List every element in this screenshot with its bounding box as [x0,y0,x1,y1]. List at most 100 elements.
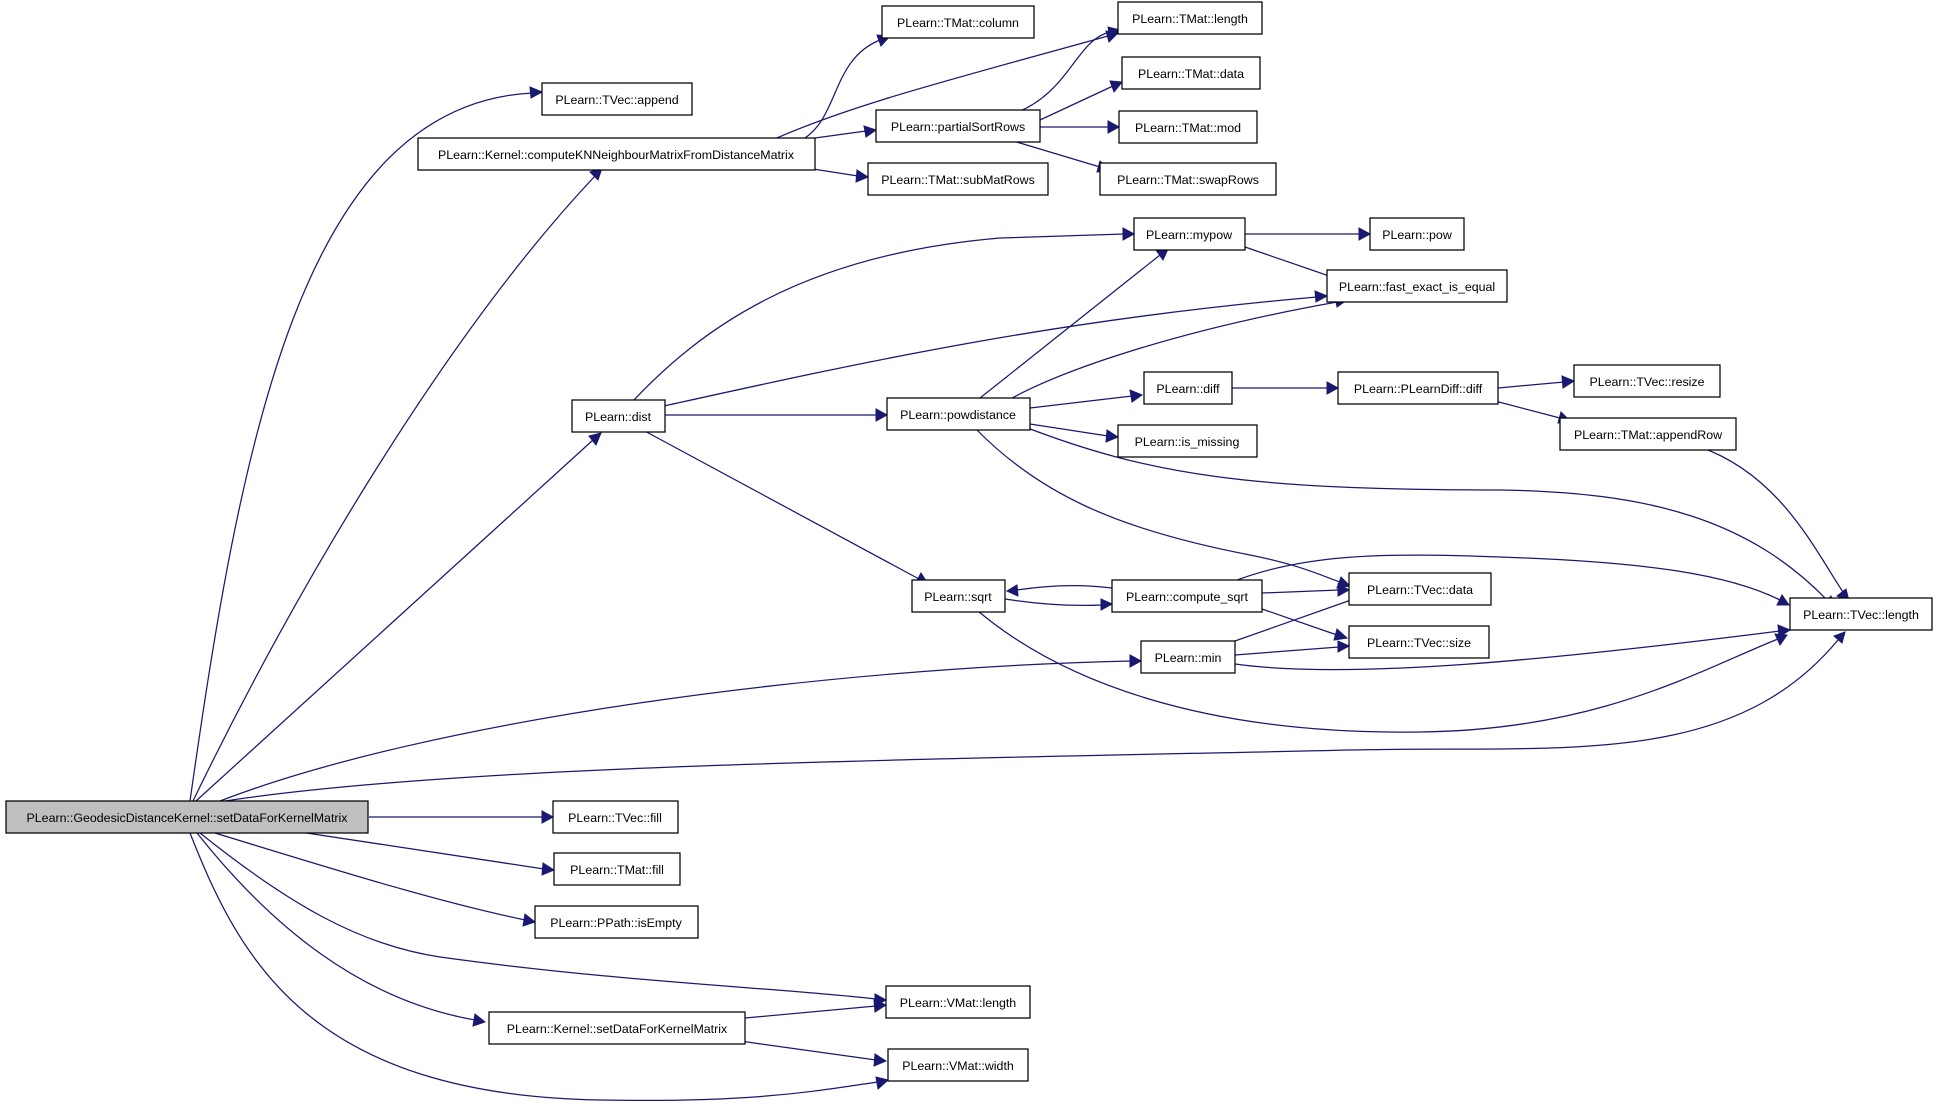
node-tmat-appendrow-label: PLearn::TMat::appendRow [1574,428,1722,442]
edge-root-to-dist [195,432,602,802]
node-root-label: PLearn::GeodesicDistanceKernel::setDataF… [27,811,349,825]
node-pow-label: PLearn::pow [1382,228,1452,242]
node-root[interactable]: PLearn::GeodesicDistanceKernel::setDataF… [5,800,369,834]
edge-partialsort-to-tmat-data [1039,80,1123,121]
node-tvec-size-label: PLearn::TVec::size [1367,636,1471,650]
node-tmat-data[interactable]: PLearn::TMat::data [1121,56,1261,90]
edge-dist-to-sqrt [640,428,929,585]
edge-root-to-tmat-fill [299,831,556,876]
edge-computeknn-to-partialsort [814,125,878,139]
node-vmat-length[interactable]: PLearn::VMat::length [885,985,1031,1019]
node-tvec-length-label: PLearn::TVec::length [1803,608,1919,622]
node-tvec-resize[interactable]: PLearn::TVec::resize [1573,364,1721,398]
edge-dist-to-mypow [632,227,1136,402]
node-diff-label: PLearn::diff [1156,382,1220,396]
node-ppath-isempty-label: PLearn::PPath::isEmpty [550,916,682,930]
node-tmat-fill[interactable]: PLearn::TMat::fill [553,852,681,886]
node-tmat-mod-label: PLearn::TMat::mod [1135,121,1241,135]
node-compute-sqrt-label: PLearn::compute_sqrt [1126,590,1248,604]
edge-plearndiff-to-tmat-appendrow [1494,400,1572,424]
node-plearndiff[interactable]: PLearn::PLearnDiff::diff [1337,371,1499,405]
node-tmat-appendrow[interactable]: PLearn::TMat::appendRow [1559,417,1737,451]
edge-partialsort-to-tmat-length [1009,26,1122,116]
edge-powdistance-to-is-missing [1029,423,1120,443]
node-vmat-width-label: PLearn::VMat::width [902,1059,1014,1073]
edge-dist-to-powdistance [665,408,889,422]
node-min-label: PLearn::min [1155,651,1222,665]
node-tmat-submatrows[interactable]: PLearn::TMat::subMatRows [867,162,1049,196]
edge-powdistance-to-mypow [974,248,1169,403]
node-tvec-fill-label: PLearn::TVec::fill [568,811,662,825]
edge-mypow-to-pow [1245,227,1372,241]
node-kernel-setdata-label: PLearn::Kernel::setDataForKernelMatrix [507,1022,728,1036]
node-tmat-mod[interactable]: PLearn::TMat::mod [1118,110,1258,144]
edge-powdistance-to-diff [1029,389,1144,409]
node-partialsort[interactable]: PLearn::partialSortRows [875,109,1041,143]
node-tmat-swaprows[interactable]: PLearn::TMat::swapRows [1099,162,1277,196]
node-fast-exact-label: PLearn::fast_exact_is_equal [1339,280,1495,294]
node-ppath-isempty[interactable]: PLearn::PPath::isEmpty [534,905,699,939]
node-computeknn-label: PLearn::Kernel::computeKNNeighbourMatrix… [438,148,795,162]
edge-min-to-tvec-length [1234,624,1792,671]
node-sqrt-label: PLearn::sqrt [924,590,992,604]
edge-diff-to-plearndiff [1232,381,1340,395]
edge-kernel-setdata-to-vmat-length [744,999,888,1019]
node-kernel-setdata[interactable]: PLearn::Kernel::setDataForKernelMatrix [488,1011,746,1045]
edge-dist-to-fast-exact [663,290,1329,407]
node-dist[interactable]: PLearn::dist [571,399,666,433]
node-powdistance-label: PLearn::powdistance [900,408,1016,422]
node-powdistance[interactable]: PLearn::powdistance [886,397,1031,431]
node-tvec-size[interactable]: PLearn::TVec::size [1348,625,1490,659]
edge-compute-sqrt-to-tvec-size [1261,608,1349,641]
edge-root-to-ppath-isempty [214,832,537,927]
node-tmat-length[interactable]: PLearn::TMat::length [1117,1,1263,35]
node-tmat-submatrows-label: PLearn::TMat::subMatRows [881,173,1035,187]
edge-sqrt-to-compute-sqrt [1004,598,1114,611]
node-tmat-column[interactable]: PLearn::TMat::column [881,5,1035,39]
edge-root-to-vmat-width [189,832,890,1102]
edge-compute-sqrt-to-sqrt [1005,584,1113,597]
node-sqrt[interactable]: PLearn::sqrt [911,579,1006,613]
node-tvec-length[interactable]: PLearn::TVec::length [1789,597,1933,631]
node-tmat-data-label: PLearn::TMat::data [1138,67,1244,81]
edge-compute-sqrt-to-tvec-data [1261,583,1351,597]
node-mypow-label: PLearn::mypow [1146,228,1232,242]
edge-min-to-tvec-size [1234,640,1351,656]
node-compute-sqrt[interactable]: PLearn::compute_sqrt [1111,579,1263,613]
node-tvec-resize-label: PLearn::TVec::resize [1589,375,1704,389]
node-tmat-length-label: PLearn::TMat::length [1132,12,1248,26]
node-tmat-column-label: PLearn::TMat::column [897,16,1019,30]
node-computeknn[interactable]: PLearn::Kernel::computeKNNeighbourMatrix… [417,137,816,171]
edge-root-to-tvec-length [224,631,1846,802]
node-tmat-swaprows-label: PLearn::TMat::swapRows [1117,173,1259,187]
edges [189,26,1850,1102]
node-tmat-fill-label: PLearn::TMat::fill [570,863,664,877]
edge-root-to-tvec-append [189,86,544,802]
edge-root-to-min [219,654,1143,802]
node-tvec-append-label: PLearn::TVec::append [555,93,678,107]
node-tvec-data-label: PLearn::TVec::data [1367,583,1473,597]
edge-plearndiff-to-tvec-resize [1497,375,1576,389]
edge-kernel-setdata-to-vmat-width [739,1040,888,1067]
node-dist-label: PLearn::dist [585,410,652,424]
nodes: PLearn::GeodesicDistanceKernel::setDataF… [5,1,1933,1082]
node-pow[interactable]: PLearn::pow [1369,217,1465,251]
node-plearndiff-label: PLearn::PLearnDiff::diff [1354,382,1483,396]
node-tvec-data[interactable]: PLearn::TVec::data [1348,572,1492,606]
edge-tmat-appendrow-to-tvec-length [1699,446,1850,602]
node-partialsort-label: PLearn::partialSortRows [891,120,1025,134]
node-fast-exact[interactable]: PLearn::fast_exact_is_equal [1326,269,1508,303]
node-diff[interactable]: PLearn::diff [1143,371,1233,405]
node-tvec-fill[interactable]: PLearn::TVec::fill [552,800,679,834]
node-is-missing-label: PLearn::is_missing [1135,435,1240,449]
node-min[interactable]: PLearn::min [1140,640,1236,674]
node-mypow[interactable]: PLearn::mypow [1133,217,1246,251]
node-tvec-append[interactable]: PLearn::TVec::append [541,82,693,116]
edge-partialsort-to-tmat-mod [1040,120,1121,134]
node-vmat-length-label: PLearn::VMat::length [900,996,1017,1010]
node-vmat-width[interactable]: PLearn::VMat::width [887,1048,1029,1082]
node-is-missing[interactable]: PLearn::is_missing [1117,424,1258,458]
edge-compute-sqrt-to-tvec-length [1231,554,1790,606]
edge-root-to-computeknn [192,167,603,802]
